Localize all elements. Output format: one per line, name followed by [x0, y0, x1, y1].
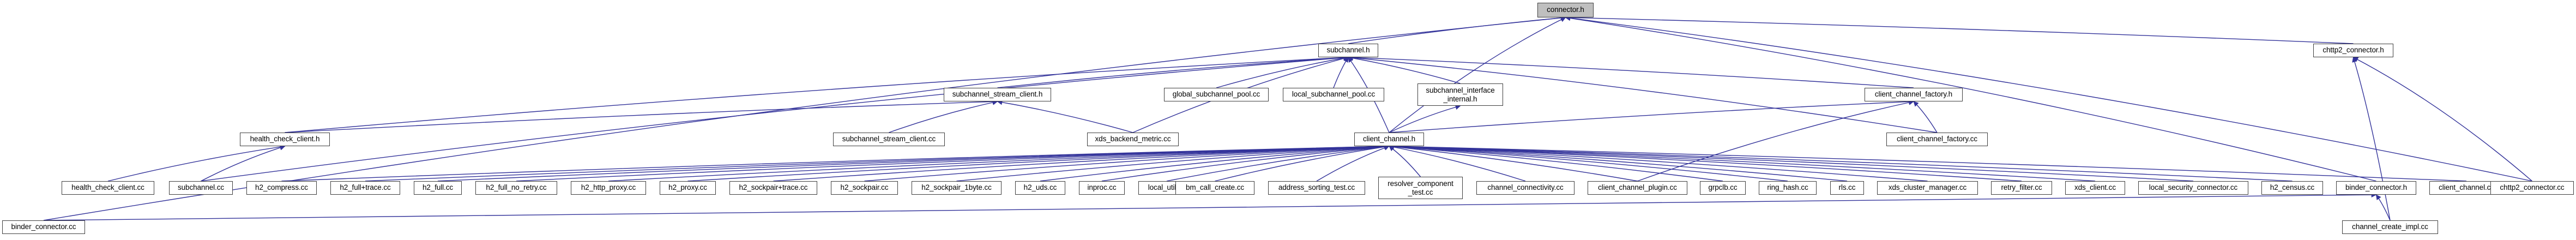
graph-node-subchannel-stream-client-h[interactable]: subchannel_stream_client.h — [944, 88, 1051, 101]
graph-node-xds-client-cc[interactable]: xds_client.cc — [2065, 181, 2125, 195]
graph-node-ring-hash-cc[interactable]: ring_hash.cc — [1759, 181, 1817, 195]
graph-edge — [1101, 143, 1390, 182]
graph-node-h2-sockpair-1byte-cc[interactable]: h2_sockpair_1byte.cc — [912, 181, 1002, 195]
graph-edge — [1389, 144, 1526, 182]
graph-node-h2-sockpair-trace-cc[interactable]: h2_sockpair+trace.cc — [729, 181, 817, 195]
graph-edge — [1389, 143, 2293, 182]
graph-node-bm-call-create-cc[interactable]: bm_call_create.cc — [1175, 181, 1254, 195]
graph-node-binder-connector-cc[interactable]: binder_connector.cc — [2, 220, 85, 234]
graph-edge — [516, 143, 1390, 182]
graph-edge — [1565, 15, 2354, 44]
graph-edge — [107, 144, 286, 182]
graph-node-global-subchannel-pool-cc[interactable]: global_subchannel_pool.cc — [1164, 88, 1269, 101]
graph-node-channel-create-impl-cc[interactable]: channel_create_impl.cc — [2342, 220, 2438, 234]
graph-edge — [1565, 15, 2532, 182]
graph-node-h2-compress-cc[interactable]: h2_compress.cc — [246, 181, 317, 195]
graph-node-binder-connector-h[interactable]: binder_connector.h — [2336, 181, 2416, 195]
graph-edge — [997, 55, 1349, 88]
graph-edge — [1166, 144, 1390, 182]
graph-node-local-security-connector-cc[interactable]: local_security_connector.cc — [2138, 181, 2248, 195]
graph-edge — [1389, 146, 1421, 177]
graph-edge — [1040, 143, 1390, 182]
graph-node-client-channel-plugin-cc[interactable]: client_channel_plugin.cc — [1588, 181, 1687, 195]
graph-edge — [1389, 17, 1566, 133]
graph-edge — [687, 143, 1390, 182]
graph-node-chttp2-connector-cc[interactable]: chttp2_connector.cc — [2490, 181, 2574, 195]
graph-edge — [956, 143, 1390, 182]
graph-node-h2-census-cc[interactable]: h2_census.cc — [2261, 181, 2323, 195]
graph-edge — [1389, 143, 1848, 182]
graph-edge — [1348, 15, 1566, 44]
graph-edge — [2352, 57, 2391, 221]
graph-node-client-channel-factory-cc[interactable]: client_channel_factory.cc — [1886, 133, 1988, 146]
graph-edge — [1913, 101, 1938, 133]
graph-edge — [437, 143, 1390, 182]
graph-edge — [281, 143, 1390, 182]
graph-node-subchannel-interface-internal-h[interactable]: subchannel_interface _internal.h — [1417, 83, 1503, 106]
graph-node-grpclb-cc[interactable]: grpclb.cc — [1700, 181, 1746, 195]
graph-node-h2-proxy-cc[interactable]: h2_proxy.cc — [660, 181, 716, 195]
graph-node-subchannel-h[interactable]: subchannel.h — [1318, 44, 1378, 57]
graph-node-h2-full-cc[interactable]: h2_full.cc — [414, 181, 462, 195]
graph-edge — [1333, 57, 1349, 88]
graph-edge — [1316, 145, 1390, 182]
graph-node-connector-h[interactable]: connector.h — [1537, 3, 1594, 17]
graph-node-health-check-client-cc[interactable]: health_check_client.cc — [62, 181, 154, 195]
graph-node-resolver-component-test-cc[interactable]: resolver_component _test.cc — [1378, 177, 1463, 199]
graph-edge — [1389, 143, 1723, 182]
graph-node-chttp2-connector-h[interactable]: chttp2_connector.h — [2313, 44, 2393, 57]
graph-node-rls-cc[interactable]: rls.cc — [1830, 181, 1864, 195]
graph-node-subchannel-cc[interactable]: subchannel.cc — [169, 181, 233, 195]
graph-edge — [1389, 143, 2194, 182]
graph-node-xds-backend-metric-cc[interactable]: xds_backend_metric.cc — [1087, 133, 1179, 146]
graph-edge — [1389, 144, 1638, 182]
graph-edge — [773, 143, 1390, 182]
graph-edge — [1389, 143, 1788, 182]
graph-edge — [997, 99, 1133, 133]
graph-node-subchannel-stream-client-cc[interactable]: subchannel_stream_client.cc — [833, 133, 945, 146]
graph-node-local-subchannel-pool-cc[interactable]: local_subchannel_pool.cc — [1283, 88, 1384, 101]
graph-edge — [43, 192, 2377, 221]
graph-node-client-channel-factory-h[interactable]: client_channel_factory.h — [1865, 88, 1963, 101]
graph-edge — [2375, 194, 2391, 221]
graph-node-retry-filter-cc[interactable]: retry_filter.cc — [1991, 181, 2052, 195]
graph-edge — [864, 143, 1390, 182]
graph-edge — [1389, 143, 2022, 182]
graph-edge — [1389, 143, 2096, 182]
graph-node-address-sorting-test-cc[interactable]: address_sorting_test.cc — [1268, 181, 1365, 195]
graph-edge — [1216, 55, 1349, 88]
graph-edge — [1215, 144, 1390, 182]
graph-edge — [285, 99, 998, 133]
graph-node-channel-connectivity-cc[interactable]: channel_connectivity.cc — [1476, 181, 1574, 195]
graph-node-client-channel-h[interactable]: client_channel.h — [1354, 133, 1424, 146]
graph-node-xds-cluster-manager-cc[interactable]: xds_cluster_manager.cc — [1877, 181, 1978, 195]
graph-edge — [1565, 15, 2376, 182]
graph-edge — [1348, 55, 1461, 84]
graph-node-health-check-client-h[interactable]: health_check_client.h — [240, 133, 330, 146]
graph-node-h2-uds-cc[interactable]: h2_uds.cc — [1015, 181, 1065, 195]
graph-node-h2-http-proxy-cc[interactable]: h2_http_proxy.cc — [571, 181, 646, 195]
graph-node-inproc-cc[interactable]: inproc.cc — [1079, 181, 1125, 195]
graph-edge — [1389, 143, 1928, 182]
graph-edge — [889, 100, 998, 133]
graph-edge — [365, 143, 1390, 182]
graph-edge — [608, 143, 1390, 182]
graph-edge — [1389, 104, 1461, 133]
graph-edge — [1637, 100, 1914, 182]
graph-node-h2-full-no-retry-cc[interactable]: h2_full_no_retry.cc — [475, 181, 557, 195]
graph-node-h2-full-trace-cc[interactable]: h2_full+trace.cc — [330, 181, 400, 195]
graph-edge — [2352, 57, 2532, 182]
graph-edge — [201, 55, 1349, 182]
graph-edge — [201, 145, 286, 182]
graph-edge — [1389, 143, 2467, 182]
graph-edge — [1389, 99, 1914, 133]
graph-node-h2-sockpair-cc[interactable]: h2_sockpair.cc — [831, 181, 898, 195]
